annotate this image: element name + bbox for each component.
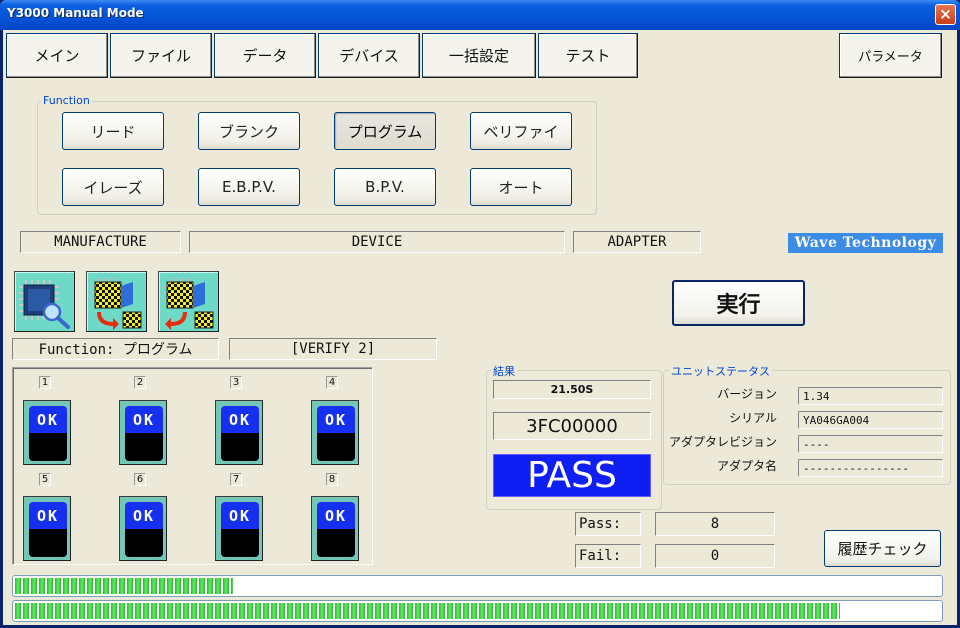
close-button[interactable]: × — [935, 4, 956, 25]
adapter-revision-value: ---- — [798, 435, 943, 453]
site-number: 7 — [230, 473, 242, 486]
site-number: 1 — [39, 376, 51, 389]
progress-bar-1 — [12, 575, 943, 597]
site-slot-6[interactable]: OK — [119, 496, 167, 561]
function-group — [37, 101, 597, 215]
adapter-field: ADAPTER — [573, 231, 701, 253]
site-socket — [125, 433, 163, 461]
site-slot-2[interactable]: OK — [119, 400, 167, 465]
result-group — [486, 370, 662, 510]
ebpv-button[interactable]: E.B.P.V. — [198, 168, 300, 206]
pass-count-value: 8 — [655, 512, 775, 536]
fail-count-label: Fail: — [575, 544, 641, 568]
chip-copy-icon — [91, 278, 142, 330]
chip-inspect-button[interactable] — [14, 271, 75, 332]
site-number: 3 — [230, 376, 242, 389]
fail-count-value: 0 — [655, 544, 775, 568]
program-button[interactable]: プログラム — [334, 112, 436, 150]
site-status: OK — [221, 502, 259, 529]
version-value: 1.34 — [798, 387, 943, 405]
menu-batch-settings-button[interactable]: 一括設定 — [422, 33, 536, 78]
site-status: OK — [317, 406, 355, 433]
site-status: OK — [29, 406, 67, 433]
site-number: 5 — [39, 473, 51, 486]
serial-label: シリアル — [729, 411, 777, 425]
menu-device-button[interactable]: デバイス — [318, 33, 420, 78]
menu-file-button[interactable]: ファイル — [110, 33, 212, 78]
site-status: OK — [317, 502, 355, 529]
adapter-revision-label: アダプタレビジョン — [668, 435, 777, 449]
site-socket — [317, 529, 355, 557]
device-field: DEVICE — [189, 231, 565, 253]
serial-value: YA046GA004 — [798, 411, 943, 429]
brand-logo: Wave Technology — [788, 233, 943, 253]
site-socket — [125, 529, 163, 557]
progress-fill — [15, 603, 841, 619]
site-status: OK — [125, 406, 163, 433]
menu-data-button[interactable]: データ — [214, 33, 316, 78]
elapsed-time-field: 21.50S — [493, 380, 651, 399]
menu-test-button[interactable]: テスト — [538, 33, 638, 78]
site-socket — [317, 433, 355, 461]
progress-fill — [15, 578, 234, 594]
unit-status-label: ユニットステータス — [669, 363, 772, 379]
progress-bar-2 — [12, 600, 943, 622]
site-number: 4 — [326, 376, 338, 389]
function-status-field: Function: プログラム — [12, 338, 219, 360]
blank-button[interactable]: ブランク — [198, 112, 300, 150]
site-number: 6 — [134, 473, 146, 486]
chip-inspect-icon — [19, 280, 70, 329]
function-group-label: Function — [41, 94, 92, 107]
site-number: 8 — [326, 473, 338, 486]
auto-button[interactable]: オート — [470, 168, 572, 206]
execute-button[interactable]: 実行 — [672, 280, 805, 326]
site-slot-4[interactable]: OK — [311, 400, 359, 465]
unit-status-group — [663, 370, 951, 485]
site-slot-3[interactable]: OK — [215, 400, 263, 465]
verify-button[interactable]: ベリファイ — [470, 112, 572, 150]
adapter-name-label: アダプタ名 — [716, 459, 777, 473]
site-socket — [221, 433, 259, 461]
main-window: メイン ファイル データ デバイス 一括設定 テスト パラメータ Functio… — [3, 30, 957, 625]
window-title: Y3000 Manual Mode — [7, 6, 144, 20]
pass-indicator: PASS — [493, 454, 651, 497]
site-slot-7[interactable]: OK — [215, 496, 263, 561]
site-status: OK — [221, 406, 259, 433]
erase-button[interactable]: イレーズ — [62, 168, 164, 206]
adapter-name-value: ---------------- — [798, 459, 943, 477]
site-socket — [221, 529, 259, 557]
chip-transfer-button[interactable] — [158, 271, 219, 332]
chip-transfer-icon — [163, 278, 214, 330]
bpv-button[interactable]: B.P.V. — [334, 168, 436, 206]
chip-copy-button[interactable] — [86, 271, 147, 332]
pass-count-label: Pass: — [575, 512, 641, 536]
result-group-label: 結果 — [491, 363, 517, 379]
version-label: バージョン — [717, 387, 777, 401]
site-slot-5[interactable]: OK — [23, 496, 71, 561]
site-slot-1[interactable]: OK — [23, 400, 71, 465]
manufacture-field: MANUFACTURE — [20, 231, 181, 253]
site-number: 2 — [134, 376, 146, 389]
title-bar[interactable]: Y3000 Manual Mode × — [0, 0, 960, 30]
read-button[interactable]: リード — [62, 112, 164, 150]
history-check-button[interactable]: 履歴チェック — [824, 530, 941, 567]
site-socket — [29, 529, 67, 557]
checksum-field: 3FC00000 — [493, 412, 651, 440]
site-slot-8[interactable]: OK — [311, 496, 359, 561]
step-status-field: [VERIFY 2] — [229, 338, 437, 360]
site-socket — [29, 433, 67, 461]
site-status: OK — [29, 502, 67, 529]
parameter-button[interactable]: パラメータ — [839, 33, 942, 78]
site-status: OK — [125, 502, 163, 529]
menu-main-button[interactable]: メイン — [6, 33, 108, 78]
